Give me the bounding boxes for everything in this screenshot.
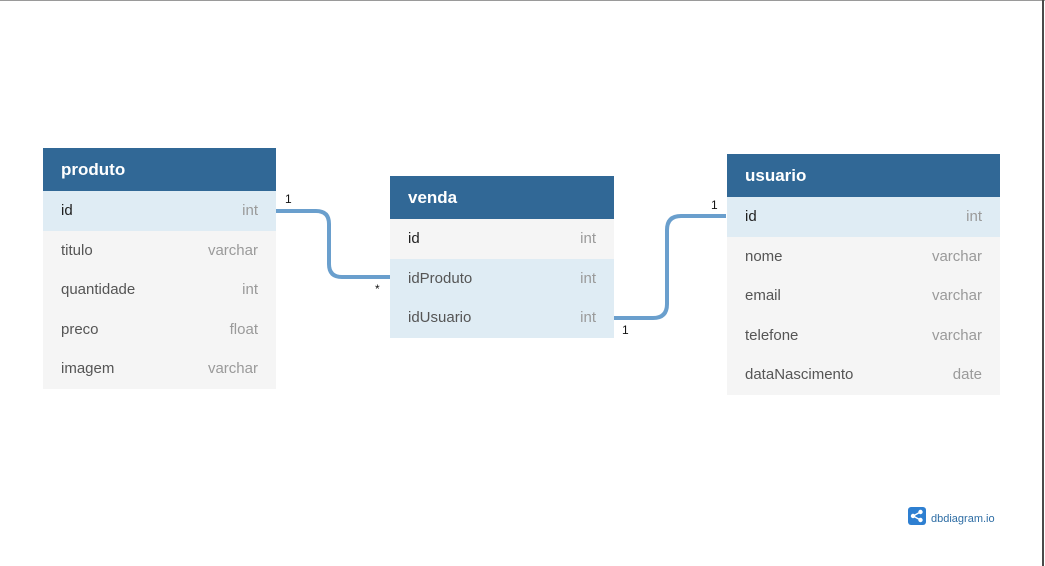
field-name: idUsuario [408, 309, 472, 327]
field-name: quantidade [61, 281, 136, 299]
cardinality-label: 1 [622, 323, 629, 337]
table-header[interactable]: produto [43, 148, 276, 191]
brand-label: dbdiagram.io [931, 512, 995, 525]
field-name: id [408, 230, 420, 248]
brand-logo[interactable]: dbdiagram.io [908, 507, 995, 530]
field-row[interactable]: telefone varchar [727, 315, 1000, 355]
field-type: int [242, 281, 258, 299]
field-name: email [745, 287, 781, 305]
cardinality-label: 1 [711, 198, 718, 212]
field-row[interactable]: dataNascimento date [727, 355, 1000, 395]
share-nodes-icon [908, 507, 926, 530]
field-name: telefone [745, 326, 799, 344]
window-top-border [0, 0, 1045, 1]
table-usuario[interactable]: usuario id int nome varchar email varcha… [727, 154, 1000, 395]
field-row[interactable]: idUsuario int [390, 298, 614, 338]
cardinality-label: 1 [285, 192, 292, 206]
field-type: int [580, 309, 596, 327]
field-type: int [966, 208, 982, 226]
table-venda[interactable]: venda id int idProduto int idUsuario int [390, 176, 614, 338]
field-row[interactable]: preco float [43, 309, 276, 349]
field-type: varchar [207, 241, 258, 259]
field-type: varchar [931, 326, 982, 344]
field-name: imagem [61, 360, 115, 378]
field-type: varchar [207, 360, 258, 378]
field-name: nome [745, 247, 783, 265]
table-produto[interactable]: produto id int titulo varchar quantidade… [43, 148, 276, 389]
relation-produto-venda[interactable] [276, 209, 390, 279]
field-row[interactable]: nome varchar [727, 236, 1000, 276]
field-type: int [580, 230, 596, 248]
field-row[interactable]: quantidade int [43, 270, 276, 310]
field-name: dataNascimento [745, 366, 854, 384]
field-name: id [61, 202, 73, 220]
field-type: float [229, 320, 258, 338]
window-right-border [1042, 0, 1044, 566]
relation-usuario-venda[interactable] [614, 214, 726, 320]
field-row[interactable]: titulo varchar [43, 230, 276, 270]
field-row[interactable]: idProduto int [390, 258, 614, 298]
field-row[interactable]: imagem varchar [43, 349, 276, 389]
field-type: date [952, 366, 982, 384]
table-header[interactable]: venda [390, 176, 614, 219]
field-type: varchar [931, 247, 982, 265]
field-row[interactable]: id int [43, 191, 276, 231]
field-name: id [745, 208, 757, 226]
field-name: idProduto [408, 269, 473, 287]
field-type: int [580, 269, 596, 287]
field-type: varchar [931, 287, 982, 305]
field-type: int [242, 202, 258, 220]
field-row[interactable]: id int [727, 197, 1000, 237]
field-row[interactable]: email varchar [727, 276, 1000, 316]
field-row[interactable]: id int [390, 219, 614, 259]
cardinality-label: * [375, 282, 380, 296]
table-header[interactable]: usuario [727, 154, 1000, 197]
field-name: preco [61, 320, 99, 338]
field-name: titulo [61, 241, 93, 259]
